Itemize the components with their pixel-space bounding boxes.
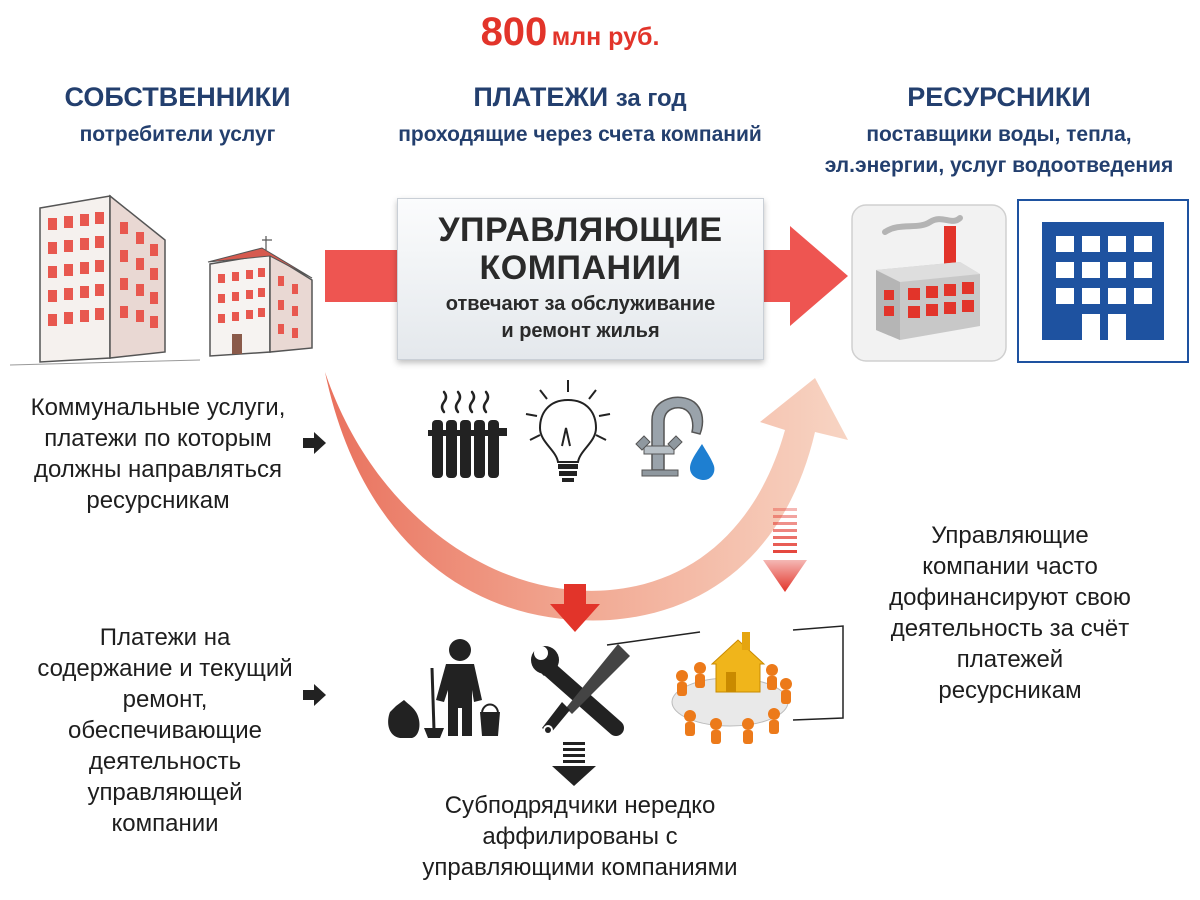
utilities-line-1: Коммунальные услуги,: [30, 394, 286, 421]
tools-icon: [531, 644, 630, 736]
owners-subtitle: потребители услуг: [79, 123, 276, 146]
management-companies-box: УПРАВЛЯЮЩИЕ КОМПАНИИ отвечают за обслужи…: [397, 198, 764, 360]
factory-icon: [851, 204, 1007, 362]
maintenance-line-2: содержание и текущий: [37, 655, 293, 682]
utilities-line-2: платежи по которым: [44, 425, 272, 452]
management-title-2: КОМПАНИИ: [479, 249, 682, 287]
subcontractors-note: Субподрядчики нередко аффилированы с упр…: [370, 790, 790, 883]
maintenance-line-4: обеспечивающие: [68, 717, 262, 744]
pointer-arrow-utilities: [303, 432, 326, 454]
cofinance-note: Управляющие компании часто дофинансируют…: [850, 520, 1170, 706]
management-subtitle-1: отвечают за обслуживание: [445, 293, 716, 315]
building-tall-icon: [9, 194, 201, 366]
amount-value: 800: [480, 10, 548, 54]
payments-flow-arrow: [325, 226, 848, 326]
maintenance-note: Платежи на содержание и текущий ремонт, …: [0, 622, 330, 839]
meeting-house-icon: [671, 632, 792, 744]
maintenance-line-3: ремонт,: [122, 686, 208, 713]
payments-header: ПЛАТЕЖИ за год проходящие через счета ко…: [360, 82, 800, 150]
utilities-note: Коммунальные услуги, платежи по которым …: [0, 392, 316, 516]
dashed-down-arrow-right: [763, 508, 807, 592]
suppliers-subtitle-1: поставщики воды, тепла,: [866, 123, 1132, 146]
office-building-icon: [1017, 199, 1189, 363]
management-title-1: УПРАВЛЯЮЩИЕ: [438, 211, 723, 249]
red-down-arrow: [550, 584, 600, 632]
light-bulb-icon: [525, 380, 611, 482]
cofinance-line-2: компании часто: [922, 553, 1098, 580]
cofinance-line-6: ресурсникам: [938, 677, 1082, 704]
payments-title-suffix: за год: [615, 85, 687, 112]
subcontractors-line-2: аффилированы с: [482, 823, 678, 850]
dashed-down-arrow-dark: [552, 742, 596, 786]
utilities-line-3: должны направляться: [33, 456, 283, 483]
janitor-icon: [388, 639, 500, 738]
payments-subtitle: проходящие через счета компаний: [398, 123, 762, 146]
subcontractors-line-3: управляющими компаниями: [422, 854, 738, 881]
building-small-icon: [207, 236, 313, 357]
annual-amount: 800 млн руб.: [380, 10, 760, 55]
pointer-arrow-maintenance: [303, 684, 326, 706]
maintenance-line-6: управляющей: [87, 779, 243, 806]
maintenance-line-1: Платежи на: [99, 624, 231, 651]
management-subtitle-2: и ремонт жилья: [501, 320, 660, 342]
maintenance-line-5: деятельность: [88, 748, 242, 775]
water-tap-icon: [635, 396, 715, 480]
suppliers-subtitle-2: эл.энергии, услуг водоотведения: [824, 154, 1174, 177]
suppliers-header: РЕСУРСНИКИ поставщики воды, тепла, эл.эн…: [800, 82, 1198, 181]
amount-unit: млн руб.: [551, 23, 660, 51]
maintenance-line-7: компании: [111, 810, 219, 837]
subcontractors-line-1: Субподрядчики нередко: [444, 792, 716, 819]
radiator-icon: [428, 390, 507, 478]
owners-header: СОБСТВЕННИКИ потребители услуг: [20, 82, 335, 150]
cofinance-line-4: деятельность за счёт: [890, 615, 1130, 642]
cofinance-line-1: Управляющие: [931, 522, 1089, 549]
cofinance-line-5: платежей: [956, 646, 1064, 673]
redirect-curve-arrow: [325, 372, 848, 621]
payments-title: ПЛАТЕЖИ: [473, 82, 609, 112]
utilities-line-4: ресурсникам: [86, 487, 230, 514]
suppliers-title: РЕСУРСНИКИ: [907, 82, 1091, 112]
owners-title: СОБСТВЕННИКИ: [64, 82, 291, 112]
cofinance-bracket: [606, 625, 844, 721]
cofinance-line-3: дофинансируют свою: [889, 584, 1131, 611]
